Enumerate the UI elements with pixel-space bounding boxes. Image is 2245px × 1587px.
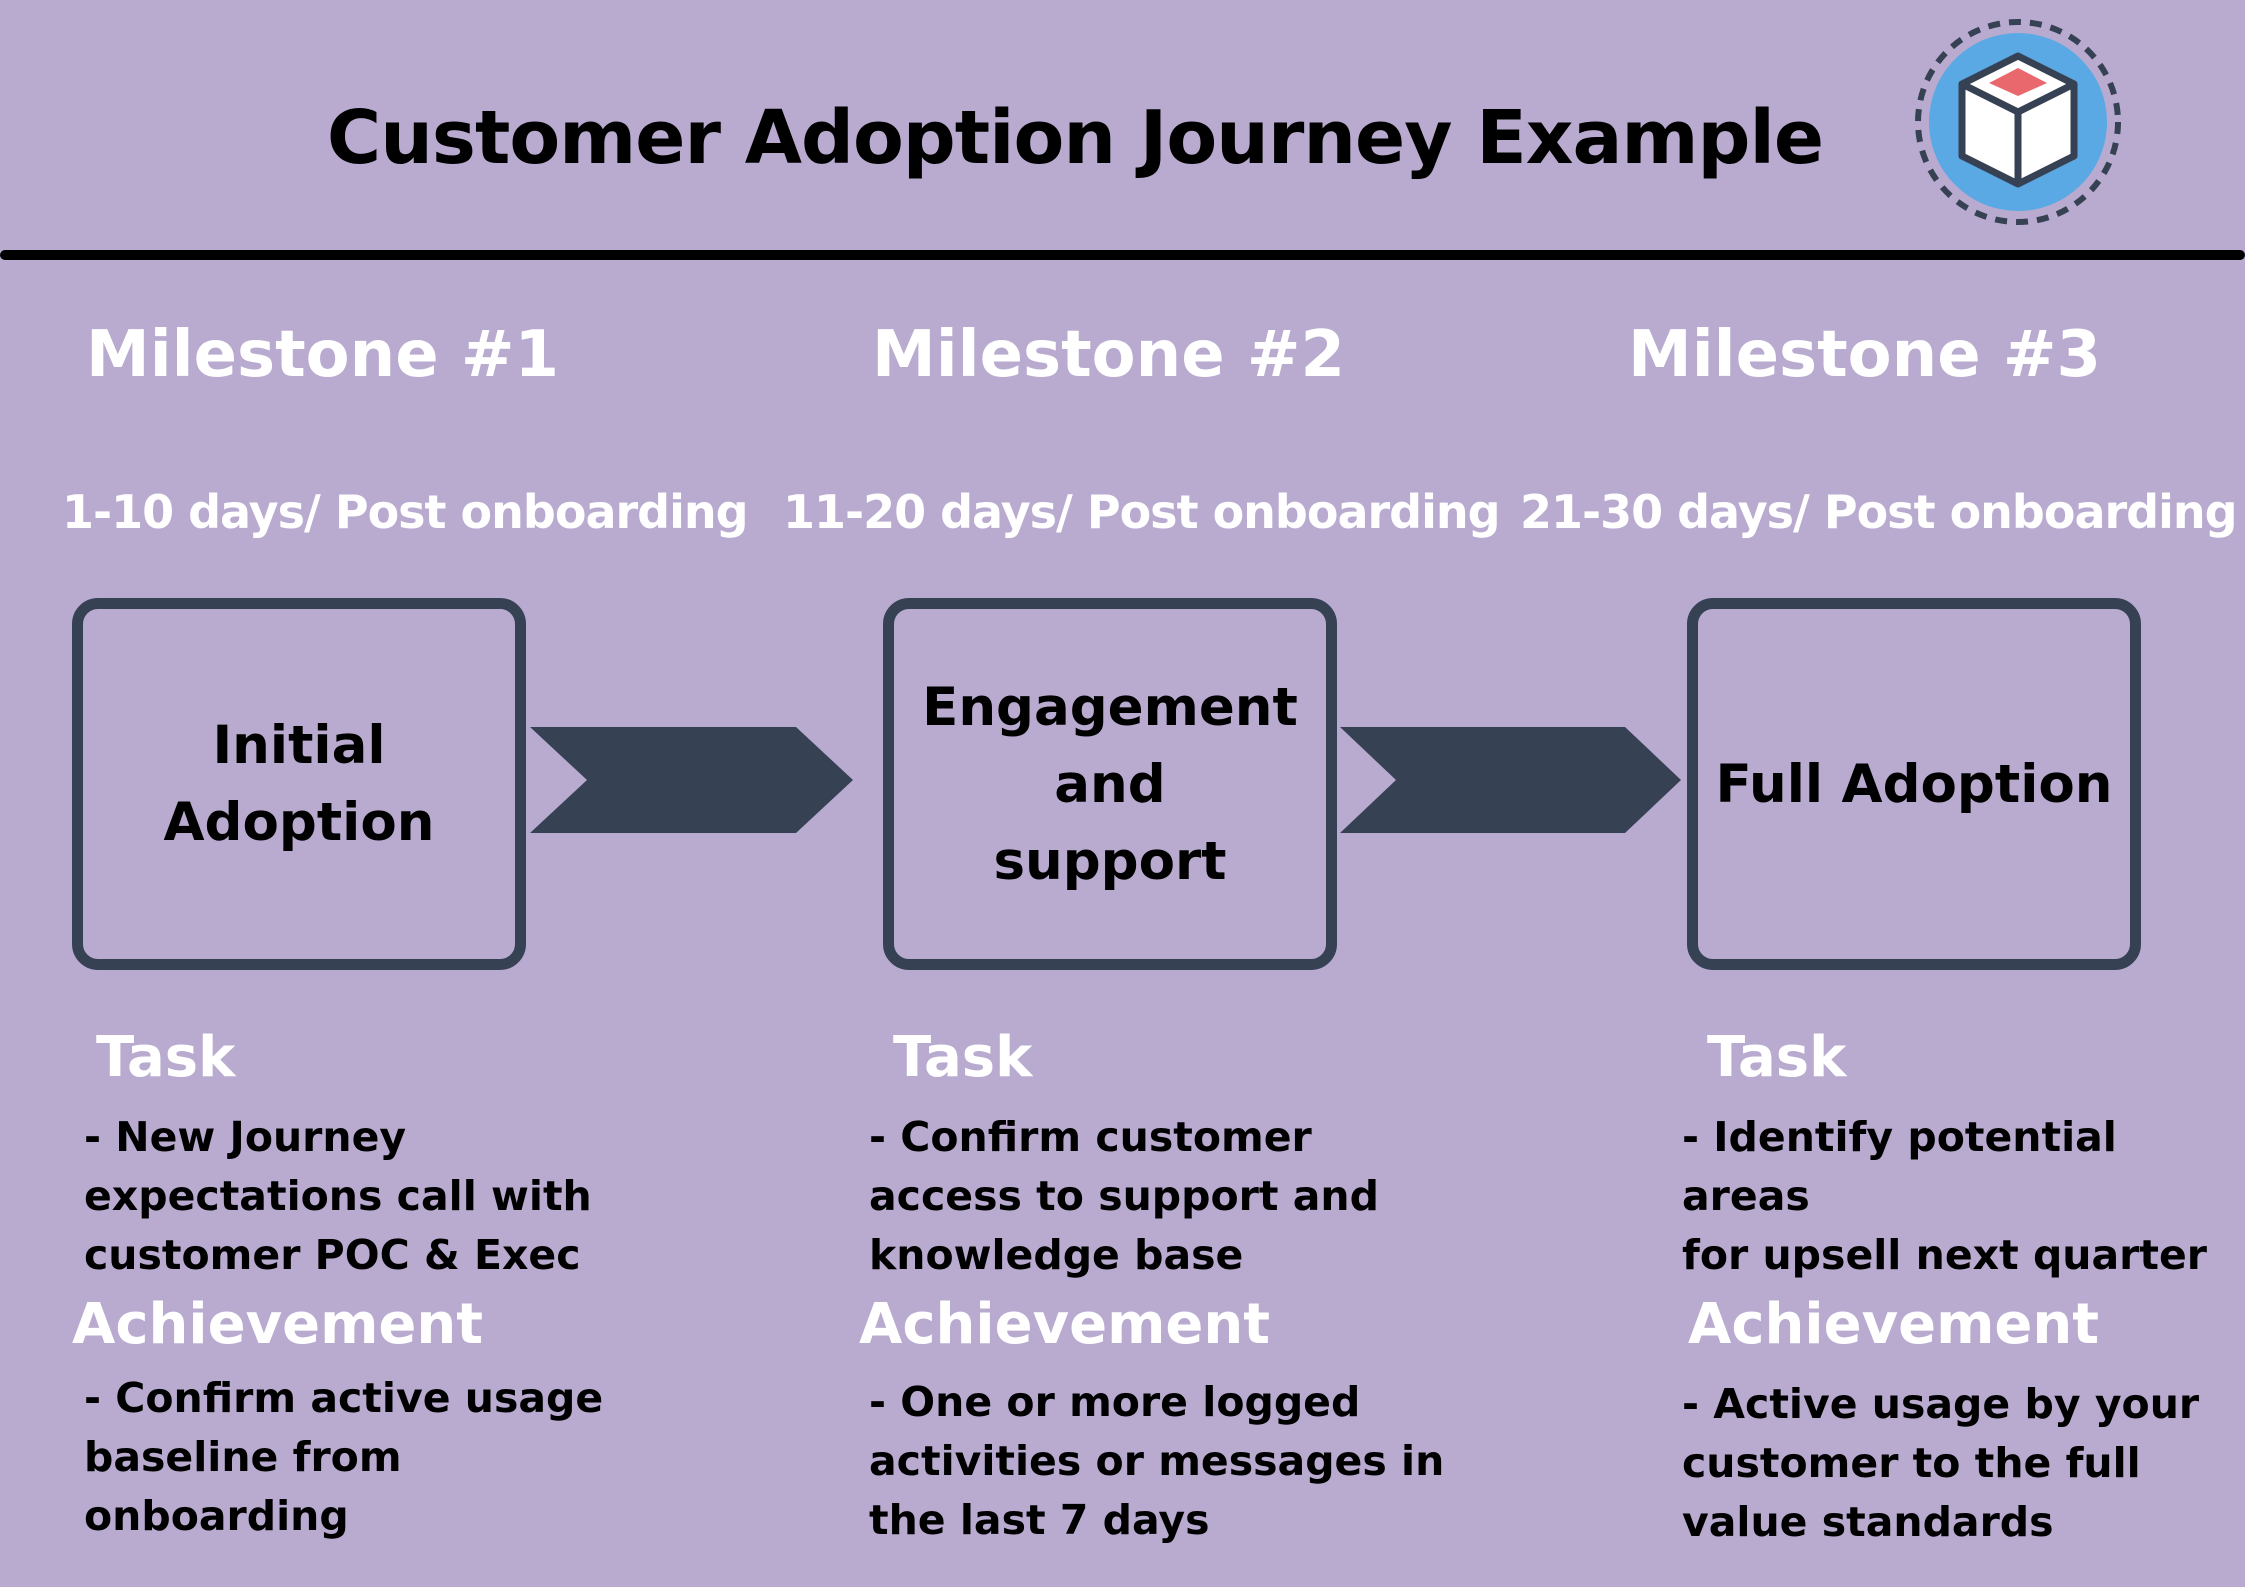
achievement-text-2: - One or more logged activities or messa… [869, 1378, 1445, 1544]
achievement-heading-3: Achievement [1688, 1292, 2100, 1357]
milestone-2-label: Milestone #2 [872, 318, 1346, 392]
task-text-1: - New Journey expectations call with cus… [84, 1113, 592, 1279]
milestone-2-timeframe: 11-20 days/ Post onboarding [783, 485, 1501, 539]
chevron-arrow-1 [530, 727, 853, 833]
task-text-3: - Identify potential areas for upsell ne… [1682, 1113, 2207, 1279]
page-title: Customer Adoption Journey Example [326, 95, 1824, 181]
cube-box-icon [1915, 19, 2121, 225]
task-heading-1: Task [96, 1025, 236, 1090]
stage-2-label: Engagement and support [922, 676, 1298, 892]
achievement-heading-1: Achievement [72, 1292, 484, 1357]
milestone-1-timeframe: 1-10 days/ Post onboarding [62, 485, 749, 539]
stage-3-label: Full Adoption [1715, 753, 2113, 815]
header-divider [0, 250, 2245, 260]
task-heading-3: Task [1707, 1025, 1847, 1090]
task-text-2: - Confirm customer access to support and… [869, 1113, 1379, 1279]
stage-box-1: Initial Adoption [72, 598, 526, 970]
milestone-1-label: Milestone #1 [86, 318, 560, 392]
achievement-heading-2: Achievement [859, 1292, 1271, 1357]
achievement-text-3: - Active usage by your customer to the f… [1682, 1380, 2200, 1546]
chevron-arrow-2 [1340, 727, 1681, 833]
stage-box-2: Engagement and support [883, 598, 1337, 970]
milestone-3-timeframe: 21-30 days/ Post onboarding [1520, 485, 2238, 539]
stage-1-label: Initial Adoption [163, 715, 435, 853]
achievement-text-1: - Confirm active usage baseline from onb… [84, 1374, 604, 1540]
stage-box-3: Full Adoption [1687, 598, 2141, 970]
task-heading-2: Task [893, 1025, 1033, 1090]
milestone-3-label: Milestone #3 [1628, 318, 2102, 392]
